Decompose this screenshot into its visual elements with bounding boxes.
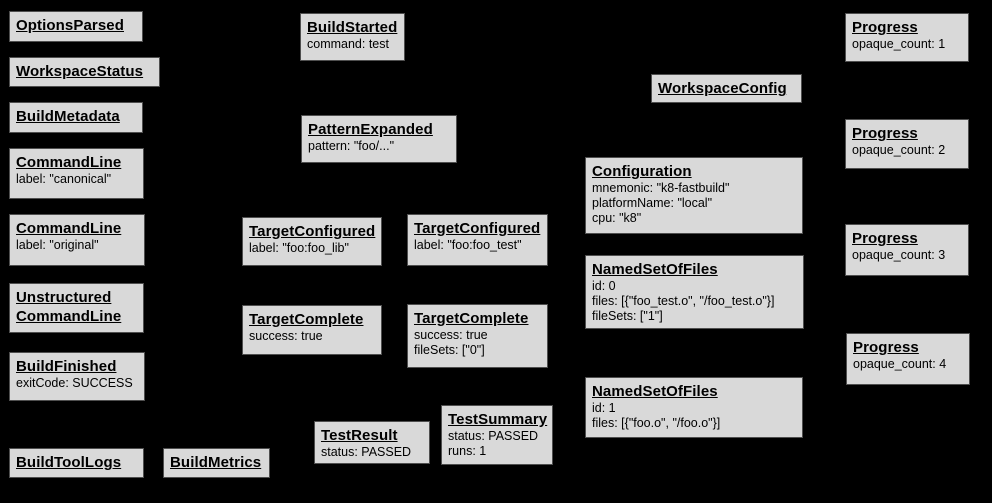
node-title: WorkspaceConfig: [658, 80, 787, 97]
node-body-line: opaque_count: 2: [852, 143, 946, 157]
node-build-tool-logs: BuildToolLogs: [9, 448, 144, 478]
node-title: PatternExpanded: [308, 121, 433, 138]
node-title: TargetComplete: [414, 310, 529, 327]
node-body-line: command: test: [307, 37, 389, 51]
node-body-line: id: 1: [592, 401, 616, 415]
node-test-summary: TestSummary status: PASSED runs: 1: [441, 405, 553, 465]
node-title: TestResult: [321, 427, 398, 444]
node-body-line: label: "original": [16, 238, 99, 252]
node-title: WorkspaceStatus: [16, 63, 144, 80]
node-title: Progress: [852, 125, 918, 142]
node-title: Configuration: [592, 163, 692, 180]
node-workspace-status: WorkspaceStatus: [9, 57, 160, 87]
node-body-line: fileSets: ["0"]: [414, 343, 485, 357]
node-build-finished: BuildFinished exitCode: SUCCESS: [9, 352, 145, 401]
node-title: BuildFinished: [16, 358, 117, 375]
node-body-line: opaque_count: 3: [852, 248, 946, 262]
node-title: CommandLine: [16, 220, 122, 237]
node-body-line: platformName: "local": [592, 196, 713, 210]
node-body-line: status: PASSED: [448, 429, 539, 443]
node-body-line: files: [{"foo_test.o", "/foo_test.o"}]: [592, 294, 775, 308]
node-title: TargetConfigured: [414, 220, 541, 237]
node-body-line: label: "canonical": [16, 172, 112, 186]
node-title: TargetComplete: [249, 311, 364, 328]
node-body-line: files: [{"foo.o", "/foo.o"}]: [592, 416, 721, 430]
node-title: BuildToolLogs: [16, 454, 122, 471]
node-target-configured-foo-lib: TargetConfigured label: "foo:foo_lib": [242, 217, 382, 266]
node-body-line: status: PASSED: [321, 445, 412, 459]
node-progress-1: Progress opaque_count: 1: [845, 13, 969, 62]
node-body-line: runs: 1: [448, 444, 487, 458]
node-named-set-of-files-0: NamedSetOfFiles id: 0 files: [{"foo_test…: [585, 255, 804, 329]
node-body-line: success: true: [414, 328, 488, 342]
node-build-metadata: BuildMetadata: [9, 102, 143, 133]
node-title: Progress: [853, 339, 919, 356]
node-body-line: label: "foo:foo_test": [414, 238, 522, 252]
node-target-complete-foo-lib: TargetComplete success: true: [242, 305, 382, 355]
node-title: CommandLine: [16, 154, 122, 171]
node-unstructured-command-line: Unstructured CommandLine: [9, 283, 144, 333]
node-body-line: label: "foo:foo_lib": [249, 241, 349, 255]
node-build-started: BuildStarted command: test: [300, 13, 405, 61]
node-pattern-expanded: PatternExpanded pattern: "foo/...": [301, 115, 457, 163]
node-title: Unstructured: [16, 289, 112, 306]
node-title: TargetConfigured: [249, 223, 376, 240]
node-title: BuildStarted: [307, 19, 398, 36]
node-progress-4: Progress opaque_count: 4: [846, 333, 970, 385]
node-title: BuildMetrics: [170, 454, 262, 471]
node-body-line: cpu: "k8": [592, 211, 642, 225]
node-title: NamedSetOfFiles: [592, 261, 718, 278]
node-body-line: pattern: "foo/...": [308, 139, 395, 153]
node-title: OptionsParsed: [16, 17, 124, 34]
node-progress-3: Progress opaque_count: 3: [845, 224, 969, 276]
node-options-parsed: OptionsParsed: [9, 11, 143, 42]
node-command-line-original: CommandLine label: "original": [9, 214, 145, 266]
node-body-line: success: true: [249, 329, 323, 343]
node-workspace-config: WorkspaceConfig: [651, 74, 802, 103]
node-body-line: opaque_count: 4: [853, 357, 947, 371]
node-title: NamedSetOfFiles: [592, 383, 718, 400]
node-title: Progress: [852, 230, 918, 247]
node-named-set-of-files-1: NamedSetOfFiles id: 1 files: [{"foo.o", …: [585, 377, 803, 438]
node-body-line: fileSets: ["1"]: [592, 309, 663, 323]
node-test-result: TestResult status: PASSED: [314, 421, 430, 464]
node-progress-2: Progress opaque_count: 2: [845, 119, 969, 169]
node-title: Progress: [852, 19, 918, 36]
node-command-line-canonical: CommandLine label: "canonical": [9, 148, 144, 199]
node-target-complete-foo-test: TargetComplete success: true fileSets: […: [407, 304, 548, 368]
node-title: TestSummary: [448, 411, 548, 428]
node-title: BuildMetadata: [16, 108, 120, 125]
node-configuration: Configuration mnemonic: "k8-fastbuild" p…: [585, 157, 803, 234]
node-body-line: mnemonic: "k8-fastbuild": [592, 181, 730, 195]
node-target-configured-foo-test: TargetConfigured label: "foo:foo_test": [407, 214, 548, 266]
node-body-line: opaque_count: 1: [852, 37, 946, 51]
node-body-line: exitCode: SUCCESS: [16, 376, 133, 390]
node-body-line: id: 0: [592, 279, 616, 293]
node-title: CommandLine: [16, 308, 122, 325]
node-build-metrics: BuildMetrics: [163, 448, 270, 478]
